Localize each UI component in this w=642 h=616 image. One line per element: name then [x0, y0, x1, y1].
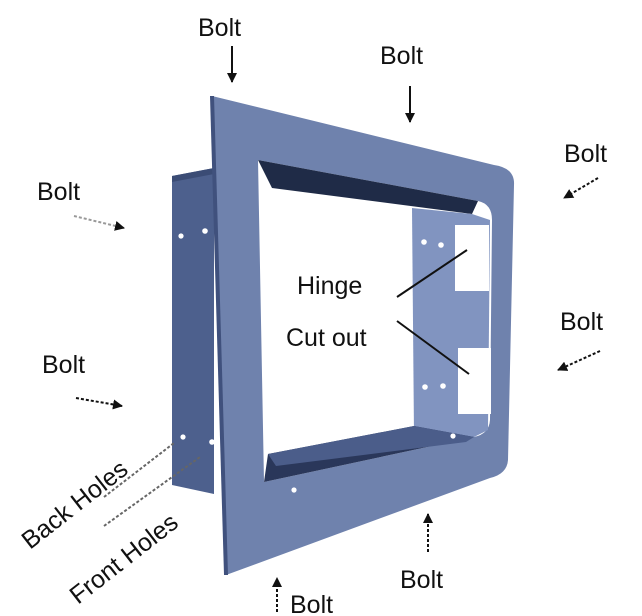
frame-inner-top: [258, 160, 478, 214]
label-bolt-right-middle: Bolt: [560, 308, 603, 336]
front-hole: [209, 439, 215, 445]
arrow-right-middle: [557, 350, 601, 371]
label-bolt-top-center: Bolt: [380, 42, 423, 70]
label-bolt-bottom-center: Bolt: [290, 591, 333, 616]
hole: [422, 384, 428, 390]
hinge-leader-line: [396, 249, 468, 298]
label-bolt-bottom-right: Bolt: [400, 566, 443, 594]
hinge-cutout-lower: [458, 348, 491, 414]
hole: [440, 383, 446, 389]
frame-flange-edge: [210, 95, 228, 576]
label-bolt-top-left: Bolt: [198, 14, 241, 42]
cutout-leader-line: [396, 320, 470, 375]
label-front-holes: Front Holes: [64, 508, 183, 610]
label-bolt-top-right: Bolt: [564, 140, 607, 168]
hole: [421, 239, 427, 245]
hinge-cutout-upper: [455, 225, 489, 291]
label-bolt-left-upper: Bolt: [37, 178, 80, 206]
frame-back-box: [172, 168, 214, 494]
back-hole: [180, 434, 186, 440]
front-hole: [202, 228, 208, 234]
hole: [291, 487, 297, 493]
frame-front-flange: [212, 96, 515, 575]
bolt-holes: [178, 228, 456, 493]
bolt-arrows: [73, 46, 601, 612]
arrow-left-lower: [75, 397, 123, 410]
label-cut-out: Cut out: [286, 324, 367, 352]
label-back-holes: Back Holes: [16, 455, 133, 555]
arrow-left-upper: [73, 215, 125, 231]
label-hinge: Hinge: [297, 272, 362, 300]
frame-back-box-edge: [172, 168, 214, 182]
label-bolt-left-lower: Bolt: [42, 351, 85, 379]
back-hole: [178, 233, 184, 239]
hole: [438, 242, 444, 248]
frame-inner-bottom-lip: [268, 426, 474, 466]
arrow-top-right: [563, 177, 599, 199]
hole: [450, 433, 456, 439]
